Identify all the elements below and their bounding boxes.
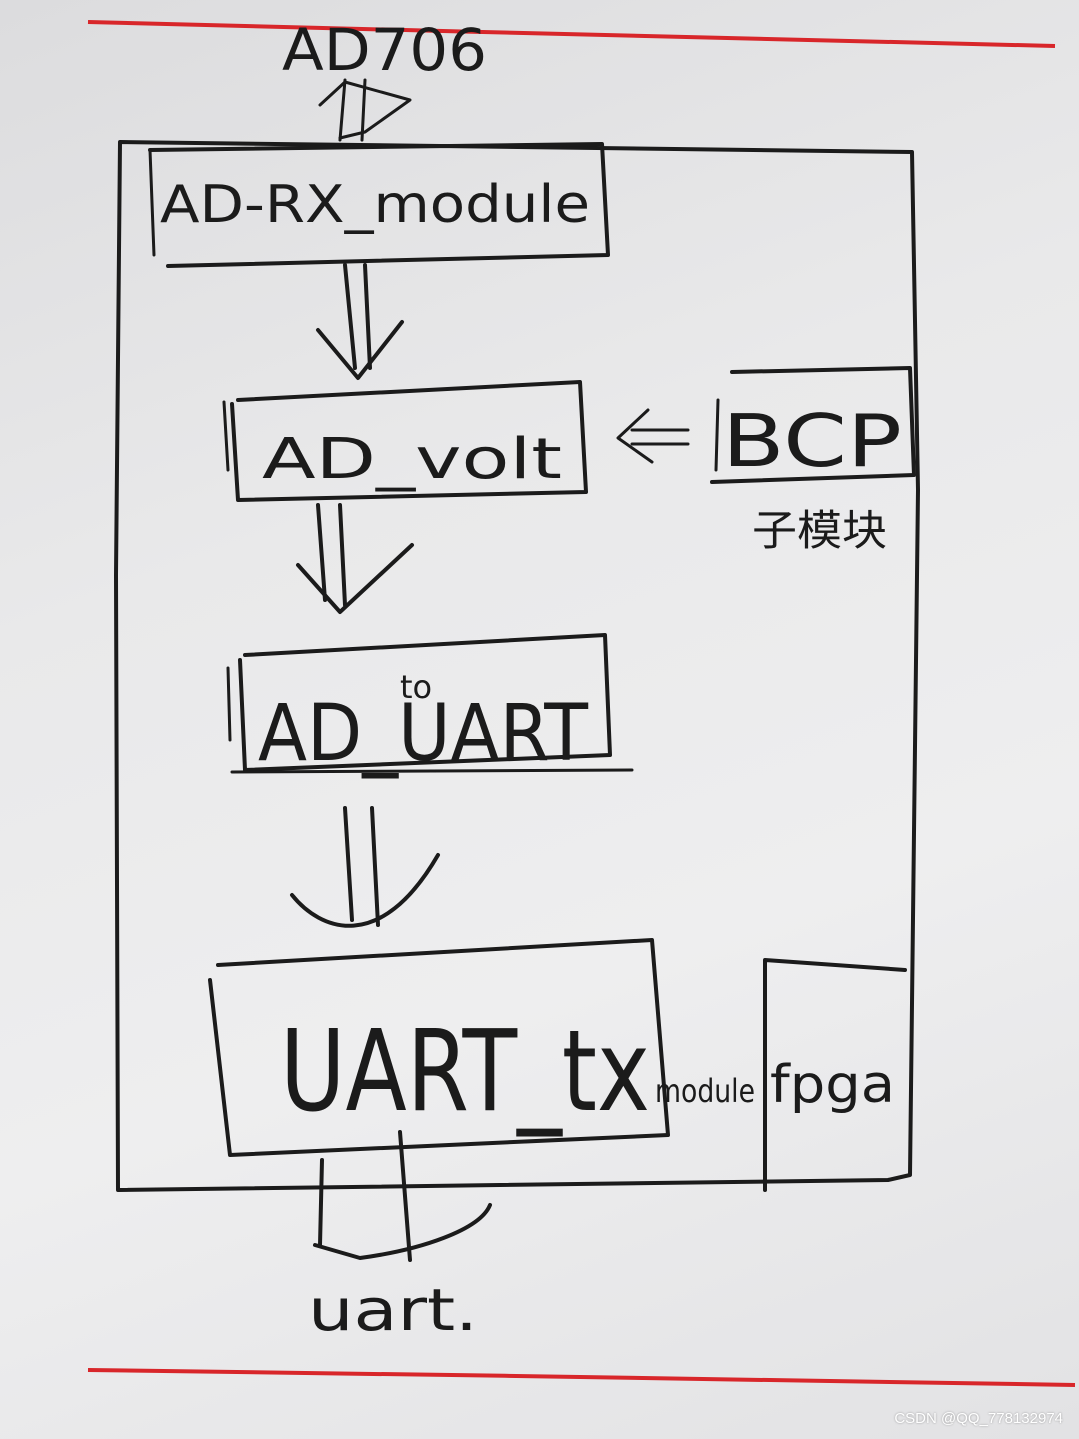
arrow-bcp-to-volt (616, 408, 690, 464)
outer-container (114, 140, 920, 1192)
ad-rx-module-box (148, 142, 610, 268)
bcp-box (710, 366, 916, 484)
ad-volt-label: AD_volt (262, 427, 562, 492)
output-label: uart. (308, 1276, 478, 1344)
ad-to-uart-superscript: to (400, 668, 432, 706)
uart-tx-box (208, 938, 670, 1157)
arrow-rx-to-volt (316, 263, 404, 380)
uart-tx-label: UART_tx (280, 1007, 650, 1137)
fpga-box (763, 958, 907, 1192)
bcp-note: 子模块 (752, 506, 887, 555)
bcp-label: BCP (722, 399, 902, 483)
ad-rx-module-label: AD-RX_module (160, 175, 590, 235)
uart-tx-suffix: module (655, 1072, 755, 1110)
input-label: AD706 (282, 16, 487, 84)
fpga-label: fpga (770, 1055, 895, 1115)
ad-to-uart-label: AD_UART (258, 689, 588, 779)
watermark: CSDN @QQ_778132974 (894, 1410, 1063, 1427)
input-bidirectional-arrow (318, 78, 412, 142)
arrow-uart-to-tx (290, 806, 440, 928)
ad-to-uart-box (238, 633, 612, 772)
ad-volt-box (230, 380, 588, 502)
arrow-volt-to-uart (296, 503, 414, 614)
bottom-red-line (87, 1368, 1076, 1387)
top-red-line (87, 20, 1056, 48)
arrow-tx-to-output (313, 1130, 492, 1262)
